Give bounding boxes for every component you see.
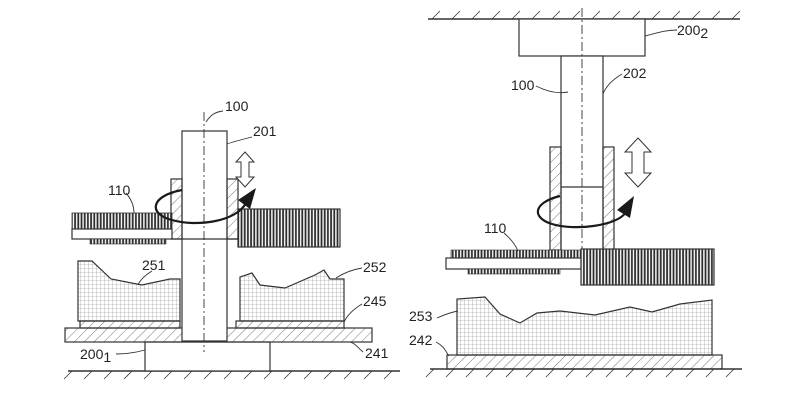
cutter-teeth-right-b xyxy=(467,268,561,275)
rotation-arrow-left xyxy=(154,188,247,225)
leader-253 xyxy=(436,310,459,319)
workpiece-252 xyxy=(239,269,345,322)
workpiece-251 xyxy=(77,260,181,322)
leader-201 xyxy=(226,136,253,145)
collar-201-right-part xyxy=(226,178,239,240)
rotation-arrowhead-left xyxy=(238,188,256,209)
cutter-teeth-left-a xyxy=(71,212,173,230)
base-block-200-1 xyxy=(144,341,271,372)
hatched-plate-242 xyxy=(446,354,723,370)
plate-245-right xyxy=(235,320,345,329)
label-201: 201 xyxy=(253,123,277,139)
label-200-1: 2001 xyxy=(80,346,111,365)
label-253: 253 xyxy=(409,308,433,324)
cutter-hub-right xyxy=(445,257,582,270)
workpiece-253 xyxy=(456,296,713,356)
leader-251 xyxy=(137,270,153,286)
labels: 100 201 110 251 252 245 241 2001 2002 10… xyxy=(80,22,708,365)
leader-242 xyxy=(435,341,450,357)
label-251: 251 xyxy=(142,257,166,273)
label-242: 242 xyxy=(409,332,433,348)
cutter-teeth-left-b xyxy=(89,238,167,245)
shaft-100-left xyxy=(181,130,228,342)
label-100-left: 100 xyxy=(225,98,249,114)
leader-200-2 xyxy=(644,29,678,37)
leader-252 xyxy=(335,267,363,279)
cutter-teeth-right-c xyxy=(580,248,715,286)
cutter-hub-left xyxy=(71,228,173,240)
plate-245-left xyxy=(79,320,181,329)
leader-200-1 xyxy=(115,349,146,355)
leader-202 xyxy=(602,73,623,95)
up-down-arrow-left xyxy=(234,151,256,188)
cutter-teeth-left-c xyxy=(237,208,341,248)
cutter-teeth-right-a xyxy=(450,249,582,259)
leader-110-left xyxy=(125,192,135,214)
rotation-arrowhead-right xyxy=(617,196,634,218)
leader-245 xyxy=(343,303,363,323)
ceiling-hatch xyxy=(431,10,741,20)
label-245: 245 xyxy=(363,293,387,309)
floor-hatch-right xyxy=(425,368,735,378)
label-100-right: 100 xyxy=(511,77,535,93)
up-down-arrow-right xyxy=(623,137,653,188)
label-252: 252 xyxy=(363,259,387,275)
leader-100-right xyxy=(535,85,569,94)
floor-hatch-left xyxy=(63,370,393,380)
label-241: 241 xyxy=(365,345,389,361)
rotation-arrow-right xyxy=(536,194,627,229)
label-110-left: 110 xyxy=(108,182,131,198)
label-110-right: 110 xyxy=(484,220,507,236)
right-figure xyxy=(425,8,742,378)
label-202: 202 xyxy=(623,65,647,81)
label-200-2: 2002 xyxy=(677,22,708,41)
leader-100-left xyxy=(205,110,224,123)
collar-202-right-part xyxy=(602,146,615,251)
collar-201-left-part xyxy=(170,178,183,240)
leader-110-right xyxy=(503,232,519,252)
leader-241 xyxy=(349,341,364,353)
left-figure xyxy=(63,110,400,380)
